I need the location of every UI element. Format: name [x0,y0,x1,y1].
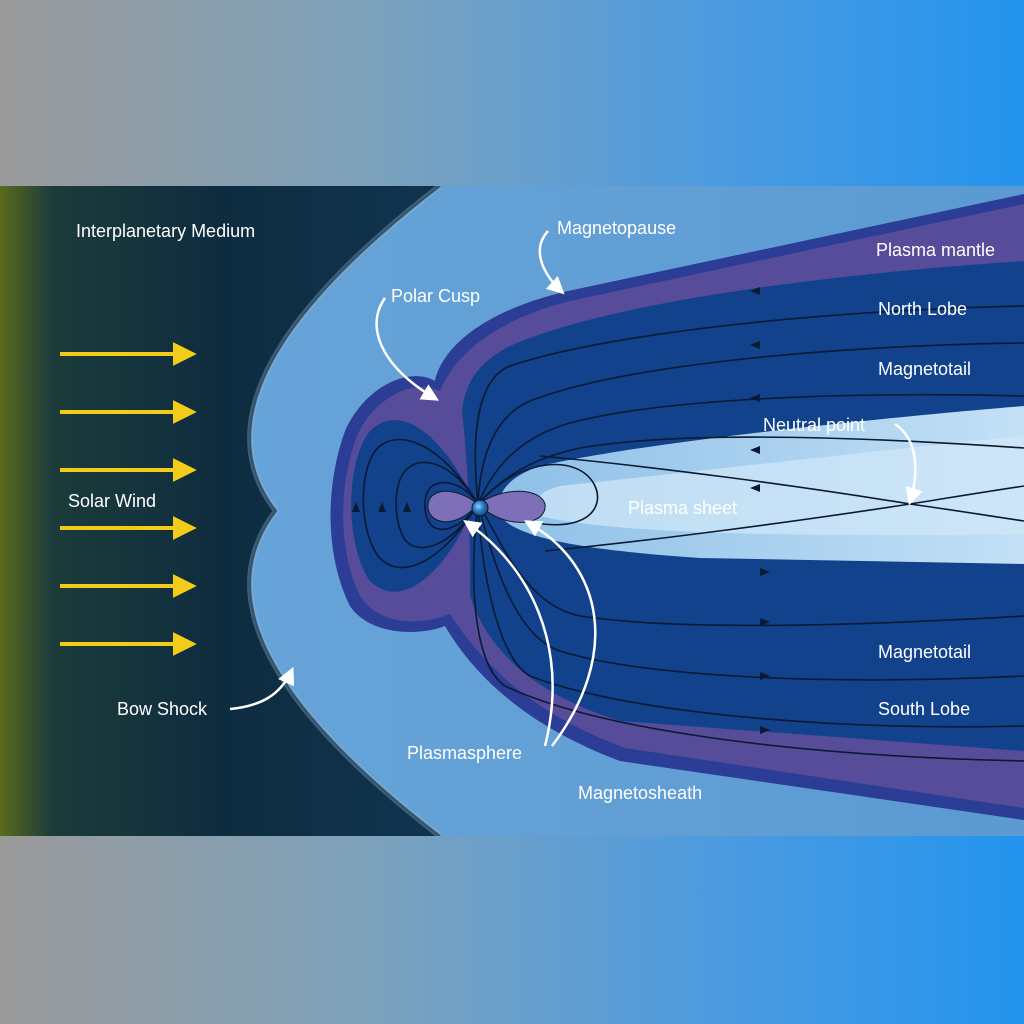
magnetosphere-diagram: Interplanetary Medium Solar Wind Bow Sho… [0,186,1024,836]
label-south-lobe: South Lobe [878,699,970,719]
bow-shock-line [249,186,441,836]
label-solar-wind: Solar Wind [68,491,156,511]
field-line-arrows [352,287,770,734]
label-magnetotail-upper: Magnetotail [878,359,971,379]
interplanetary-region [0,186,440,836]
solar-wind-arrows [60,342,197,656]
label-magnetotail-lower: Magnetotail [878,642,971,662]
dayside-region [351,420,475,592]
bow-shock-pointer [229,666,295,711]
polar-cusp-pointer [375,297,440,401]
plasmasphere-region [427,490,479,523]
label-interplanetary-medium: Interplanetary Medium [76,221,255,241]
label-plasma-mantle: Plasma mantle [876,240,995,260]
label-plasmasphere: Plasmasphere [407,743,522,763]
callout-arrows [229,230,923,747]
field-lines [362,305,1024,762]
label-magnetosheath: Magnetosheath [578,783,702,803]
label-magnetopause: Magnetopause [557,218,676,238]
label-bow-shock: Bow Shock [117,699,208,719]
earth-icon [471,499,489,517]
label-plasma-sheet: Plasma sheet [628,498,737,518]
label-neutral-point: Neutral point [763,415,865,435]
neutral-point-pointer [894,422,923,506]
label-polar-cusp: Polar Cusp [391,286,480,306]
magnetopause-pointer [538,230,565,295]
plasmasphere-pointer-1 [463,520,554,747]
label-north-lobe: North Lobe [878,299,967,319]
plasmasphere-pointer-2 [523,520,597,747]
